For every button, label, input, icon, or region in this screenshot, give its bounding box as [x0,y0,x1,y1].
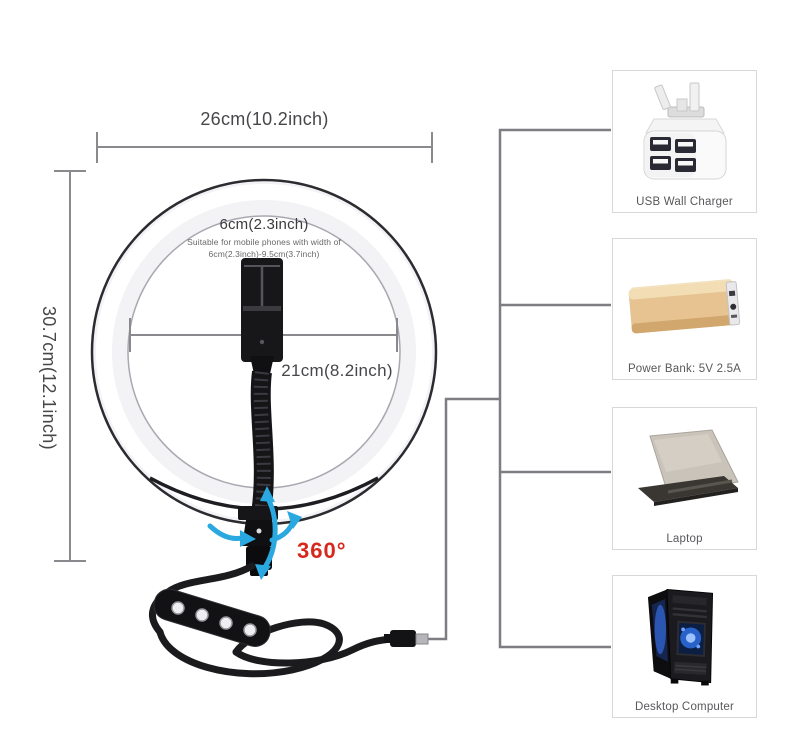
clamp-width-label: 6cm(2.3inch) [219,216,309,233]
inner-diameter-label: 21cm(8.2inch) [281,361,393,380]
outer-height-label: 30.7cm(12.1inch) [39,306,59,450]
power-bank-image [628,278,740,334]
power-source-card-desktop-computer: Desktop Computer [612,575,757,718]
power-source-label: Laptop [666,533,703,545]
power-source-card-power-bank: Power Bank: 5V 2.5A [612,238,757,380]
rotation-label: 360° [297,538,347,563]
rotation-arrows-icon [207,486,302,580]
connector-trunk [498,128,611,649]
height-measure-line [54,170,86,562]
outer-width-label: 26cm(10.2inch) [200,109,329,129]
usb-wall-charger-image [643,82,726,180]
clamp-note-line1: Suitable for mobile phones with width of [187,237,341,247]
power-source-card-laptop: Laptop [612,407,757,550]
width-measure-line [96,132,433,163]
clamp-note-line2: 6cm(2.3inch)-9.5cm(3.7inch) [208,249,320,259]
power-source-card-usb-wall-charger: USB Wall Charger [612,70,757,213]
connector-lines [428,128,611,649]
phone-clamp-image [241,258,283,362]
power-source-label: USB Wall Charger [636,196,733,208]
usb-plug-image [384,630,429,647]
laptop-image [637,429,739,506]
power-source-label: Desktop Computer [634,701,735,713]
power-source-label: Power Bank: 5V 2.5A [627,363,742,375]
connector-cable-to-trunk [428,397,500,641]
cable-controller-image [153,588,271,647]
desktop-computer-image [647,588,713,686]
